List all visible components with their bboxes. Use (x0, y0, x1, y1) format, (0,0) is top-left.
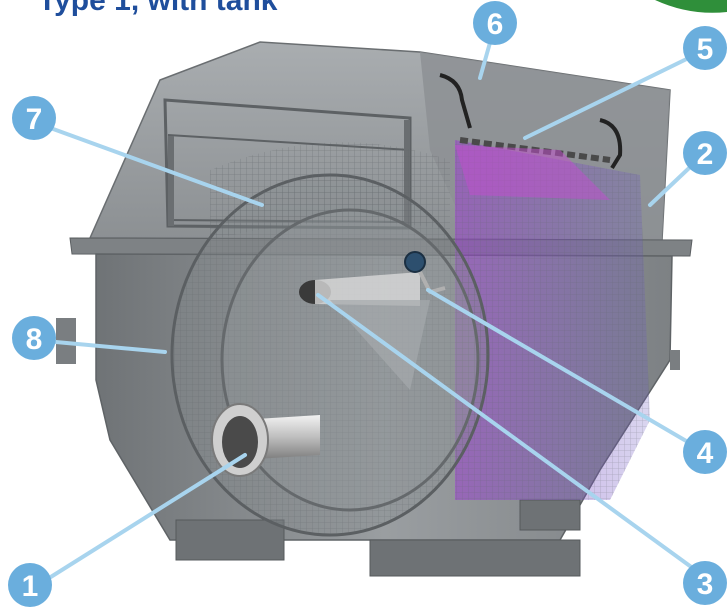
spray-nozzles (439, 73, 623, 200)
callout-7: 7 (12, 96, 56, 140)
leader-line-7 (32, 120, 264, 207)
svg-text:8: 8 (26, 323, 43, 356)
leader-line-5 (523, 48, 707, 140)
leader-line-3 (316, 293, 707, 579)
svg-text:7: 7 (26, 103, 43, 136)
callout-2: 2 (683, 131, 727, 175)
background-accent (655, 0, 727, 13)
callout-3: 3 (683, 561, 727, 605)
svg-text:1: 1 (22, 570, 39, 603)
pressure-gauge (404, 251, 446, 295)
svg-text:5: 5 (697, 33, 714, 66)
leader-line-8 (32, 338, 167, 354)
callout-5: 5 (683, 26, 727, 70)
svg-text:6: 6 (487, 8, 504, 41)
diagram-title: Type 1, with tank (38, 0, 278, 17)
svg-text:4: 4 (697, 437, 714, 470)
callout-8: 8 (12, 316, 56, 360)
callout-6: 6 (473, 1, 517, 45)
callout-1: 1 (8, 563, 52, 607)
leader-line-4 (426, 288, 707, 454)
inlet-pipe (211, 403, 320, 477)
svg-text:3: 3 (697, 568, 714, 601)
leader-line-1 (36, 453, 247, 587)
callout-4: 4 (683, 430, 727, 474)
svg-text:2: 2 (697, 138, 714, 171)
